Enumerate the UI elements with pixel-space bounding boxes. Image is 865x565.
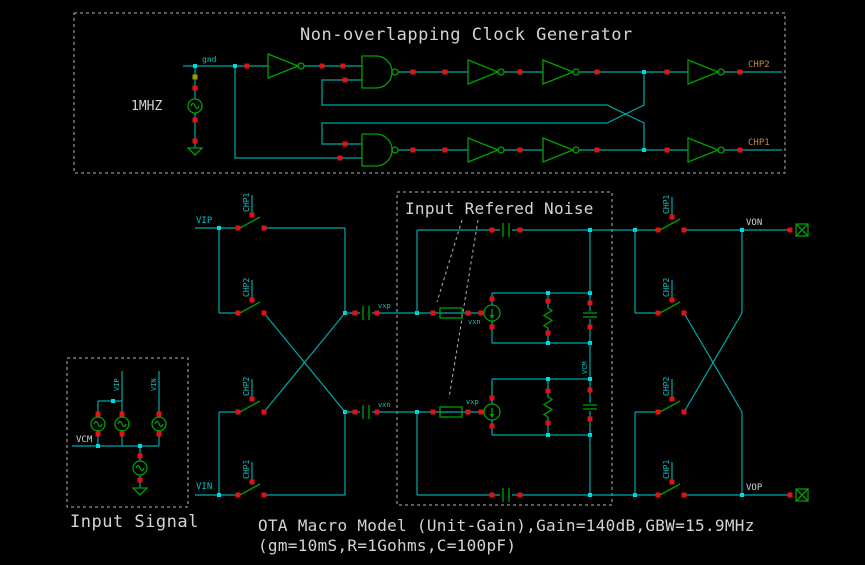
inverter-gate[interactable] (687, 137, 725, 163)
input-signal-title: Input Signal (70, 512, 199, 532)
ota-core: vxp vxn VCM (345, 222, 658, 503)
noise-box-outline (396, 191, 613, 506)
net-label-vxp: vxp (378, 302, 391, 310)
clock-generator-box: Non-overlapping Clock Generator (73, 12, 786, 174)
inverter-gate[interactable] (467, 59, 505, 85)
switch-label: CHP2 (242, 377, 251, 396)
noise-leader-line (436, 219, 463, 303)
switch-label: CHP2 (662, 377, 671, 396)
nand-gate[interactable] (361, 133, 399, 167)
inverter-gate[interactable] (687, 59, 725, 85)
net-label-vxn: vxn (378, 401, 391, 409)
capacitor[interactable] (502, 487, 510, 503)
sine-source-icon[interactable] (187, 98, 203, 114)
switch[interactable] (656, 379, 687, 415)
switch[interactable] (236, 280, 267, 316)
inverter-gate[interactable] (267, 53, 305, 79)
switch[interactable] (236, 462, 267, 498)
switch-label: CHP2 (242, 278, 251, 297)
input-signal-outline (66, 357, 189, 508)
noise-annotation: Input Refered Noise (396, 191, 613, 506)
switch-label: CHP1 (662, 195, 671, 214)
chopper-right-wires (634, 227, 793, 498)
inverter-gate[interactable] (542, 137, 580, 163)
ground-symbol[interactable] (132, 487, 148, 496)
ota-row-top: vxp vxn (345, 302, 501, 326)
noise-box-title: Input Refered Noise (405, 199, 594, 218)
net-label-vcm: VCM (76, 435, 93, 445)
switch[interactable] (656, 462, 687, 498)
capacitor[interactable] (582, 404, 598, 410)
switch[interactable] (656, 197, 687, 233)
net-label-vxp: vxp (466, 398, 479, 406)
io-pin[interactable] (795, 223, 809, 237)
switch-label: CHP1 (662, 460, 671, 479)
net-label-vip: VIP (196, 216, 213, 226)
capacitor[interactable] (362, 305, 370, 321)
caption-line1: OTA Macro Model (Unit-Gain),Gain=140dB,G… (258, 516, 755, 535)
capacitor[interactable] (502, 222, 510, 238)
caption: OTA Macro Model (Unit-Gain),Gain=140dB,G… (258, 516, 755, 555)
ota-row-bottom: vxn vxp (345, 398, 501, 421)
switch-label: CHP1 (242, 193, 251, 212)
voltage-source[interactable] (151, 416, 167, 432)
gm-source[interactable] (483, 403, 501, 421)
clock-frequency-label: 1MHZ (131, 99, 162, 114)
ota-rc-bottom (489, 377, 598, 495)
inverter-gate[interactable] (467, 137, 505, 163)
feedback-top (416, 222, 658, 313)
switch[interactable] (656, 280, 687, 316)
inverter-gate[interactable] (542, 59, 580, 85)
gm-source[interactable] (483, 304, 501, 322)
input-signal-sources[interactable] (90, 411, 167, 496)
voltage-source[interactable] (114, 416, 130, 432)
capacitor[interactable] (362, 404, 370, 420)
chopper-right: CHP1 CHP2 CHP2 CHP1 VON VOP (634, 195, 809, 502)
switch-label: CHP1 (242, 460, 251, 479)
input-signal-box: Input Signal (66, 357, 199, 532)
clock-source[interactable] (187, 64, 203, 156)
capacitor[interactable] (582, 312, 598, 318)
net-label-vip-riser: VIP (113, 378, 121, 391)
net-label-vin: VIN (196, 482, 212, 492)
switch[interactable] (236, 379, 267, 415)
net-label-vop: VOP (746, 483, 763, 493)
ground-symbol[interactable] (187, 147, 203, 156)
switch[interactable] (236, 195, 267, 231)
net-label-von: VON (746, 218, 762, 228)
switch-label: CHP2 (662, 278, 671, 297)
clock-box-outline (73, 12, 786, 174)
io-pin[interactable] (795, 488, 809, 502)
nand-gate[interactable] (361, 55, 399, 89)
voltage-source[interactable] (90, 416, 106, 432)
caption-line2: (gm=10mS,R=1Gohms,C=100pF) (258, 536, 516, 555)
clock-box-title: Non-overlapping Clock Generator (300, 25, 633, 45)
resistor[interactable] (543, 396, 553, 418)
clock-output-chp1-label: CHP1 (748, 138, 770, 148)
clock-output-chp2-label: CHP2 (748, 60, 770, 70)
net-label-vin-riser: VIN (150, 378, 158, 391)
chopper-left-wires (195, 226, 347, 497)
net-label-vxn: vxn (468, 318, 481, 326)
clock-input-net-label: gnd (202, 55, 217, 64)
ota-rc-top (489, 230, 598, 345)
feedback-bottom (416, 412, 658, 503)
resistor[interactable] (543, 307, 553, 329)
noise-leader-line (448, 219, 479, 399)
net-label-vcm: VCM (581, 361, 589, 374)
chopper-left: VIP VIN CHP1 CHP2 CHP2 CHP1 (195, 193, 347, 498)
voltage-source[interactable] (132, 460, 148, 476)
